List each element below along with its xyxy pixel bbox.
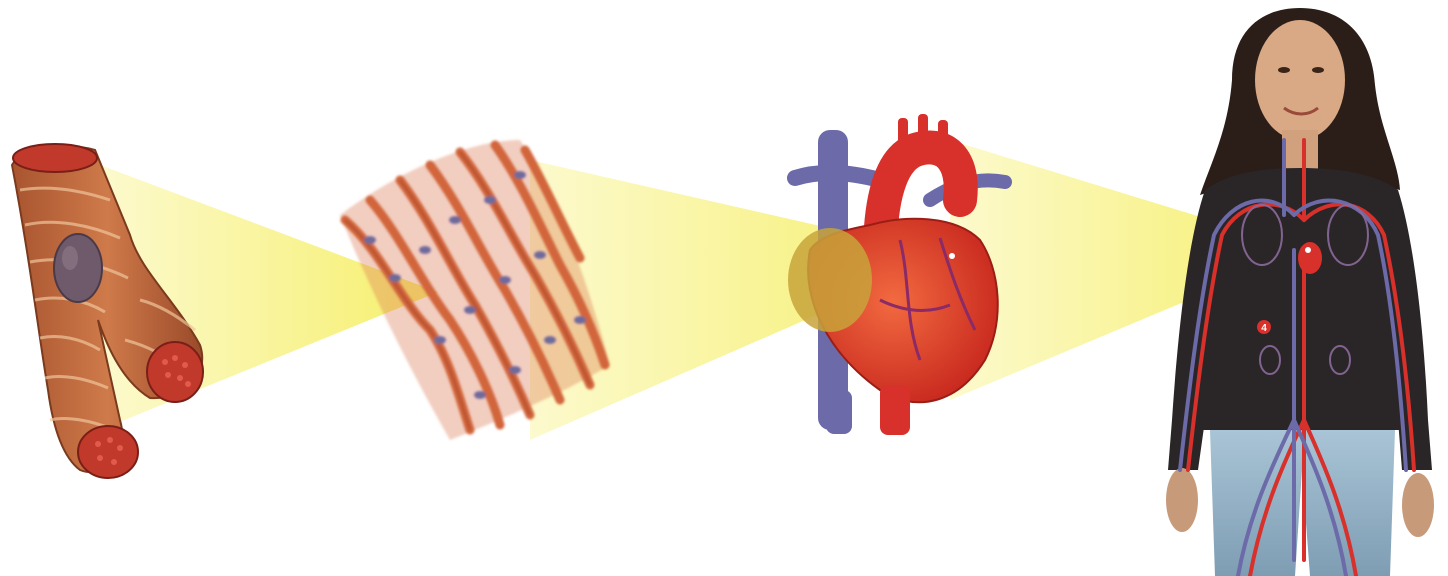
step-marker-label: 4 [1261, 323, 1267, 334]
step-marker-badge: 4 [1257, 320, 1271, 334]
girl-circulatory-system-icon [1166, 8, 1434, 576]
